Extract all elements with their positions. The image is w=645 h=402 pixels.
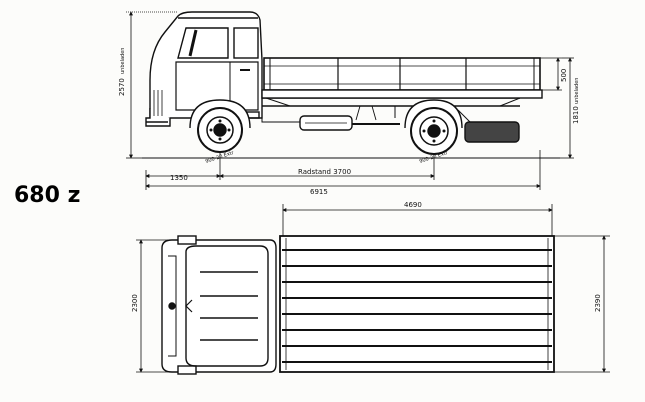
platform-top xyxy=(279,235,555,373)
wheelbase-label: Radstand 3700 xyxy=(298,168,351,176)
side-height-label: 500 xyxy=(560,69,568,82)
side-view xyxy=(142,11,560,159)
height-note-label: unbeladen xyxy=(120,48,126,74)
cab-top xyxy=(161,235,277,375)
side-dimensions xyxy=(126,11,574,190)
top-view xyxy=(161,235,555,375)
platform-length-label: 4690 xyxy=(404,201,422,209)
platform-width-label: 2390 xyxy=(594,294,602,312)
overall-width-label: 2300 xyxy=(131,294,139,312)
front-overhang-label: 1350 xyxy=(170,174,188,182)
top-dimension-labels: 4690 2300 2390 xyxy=(131,201,602,312)
cargo-body xyxy=(261,57,543,107)
platform-height-label: 1810 xyxy=(572,106,580,124)
model-designation: 680 z xyxy=(14,183,80,208)
platform-note-label: unbeladen xyxy=(574,78,580,104)
overall-length-label: 6915 xyxy=(310,188,328,196)
front-wheel xyxy=(189,99,251,153)
top-dimensions xyxy=(136,204,610,373)
height-total-label: 2570 xyxy=(118,78,126,96)
rear-wheel xyxy=(404,99,520,155)
cab xyxy=(145,11,263,127)
